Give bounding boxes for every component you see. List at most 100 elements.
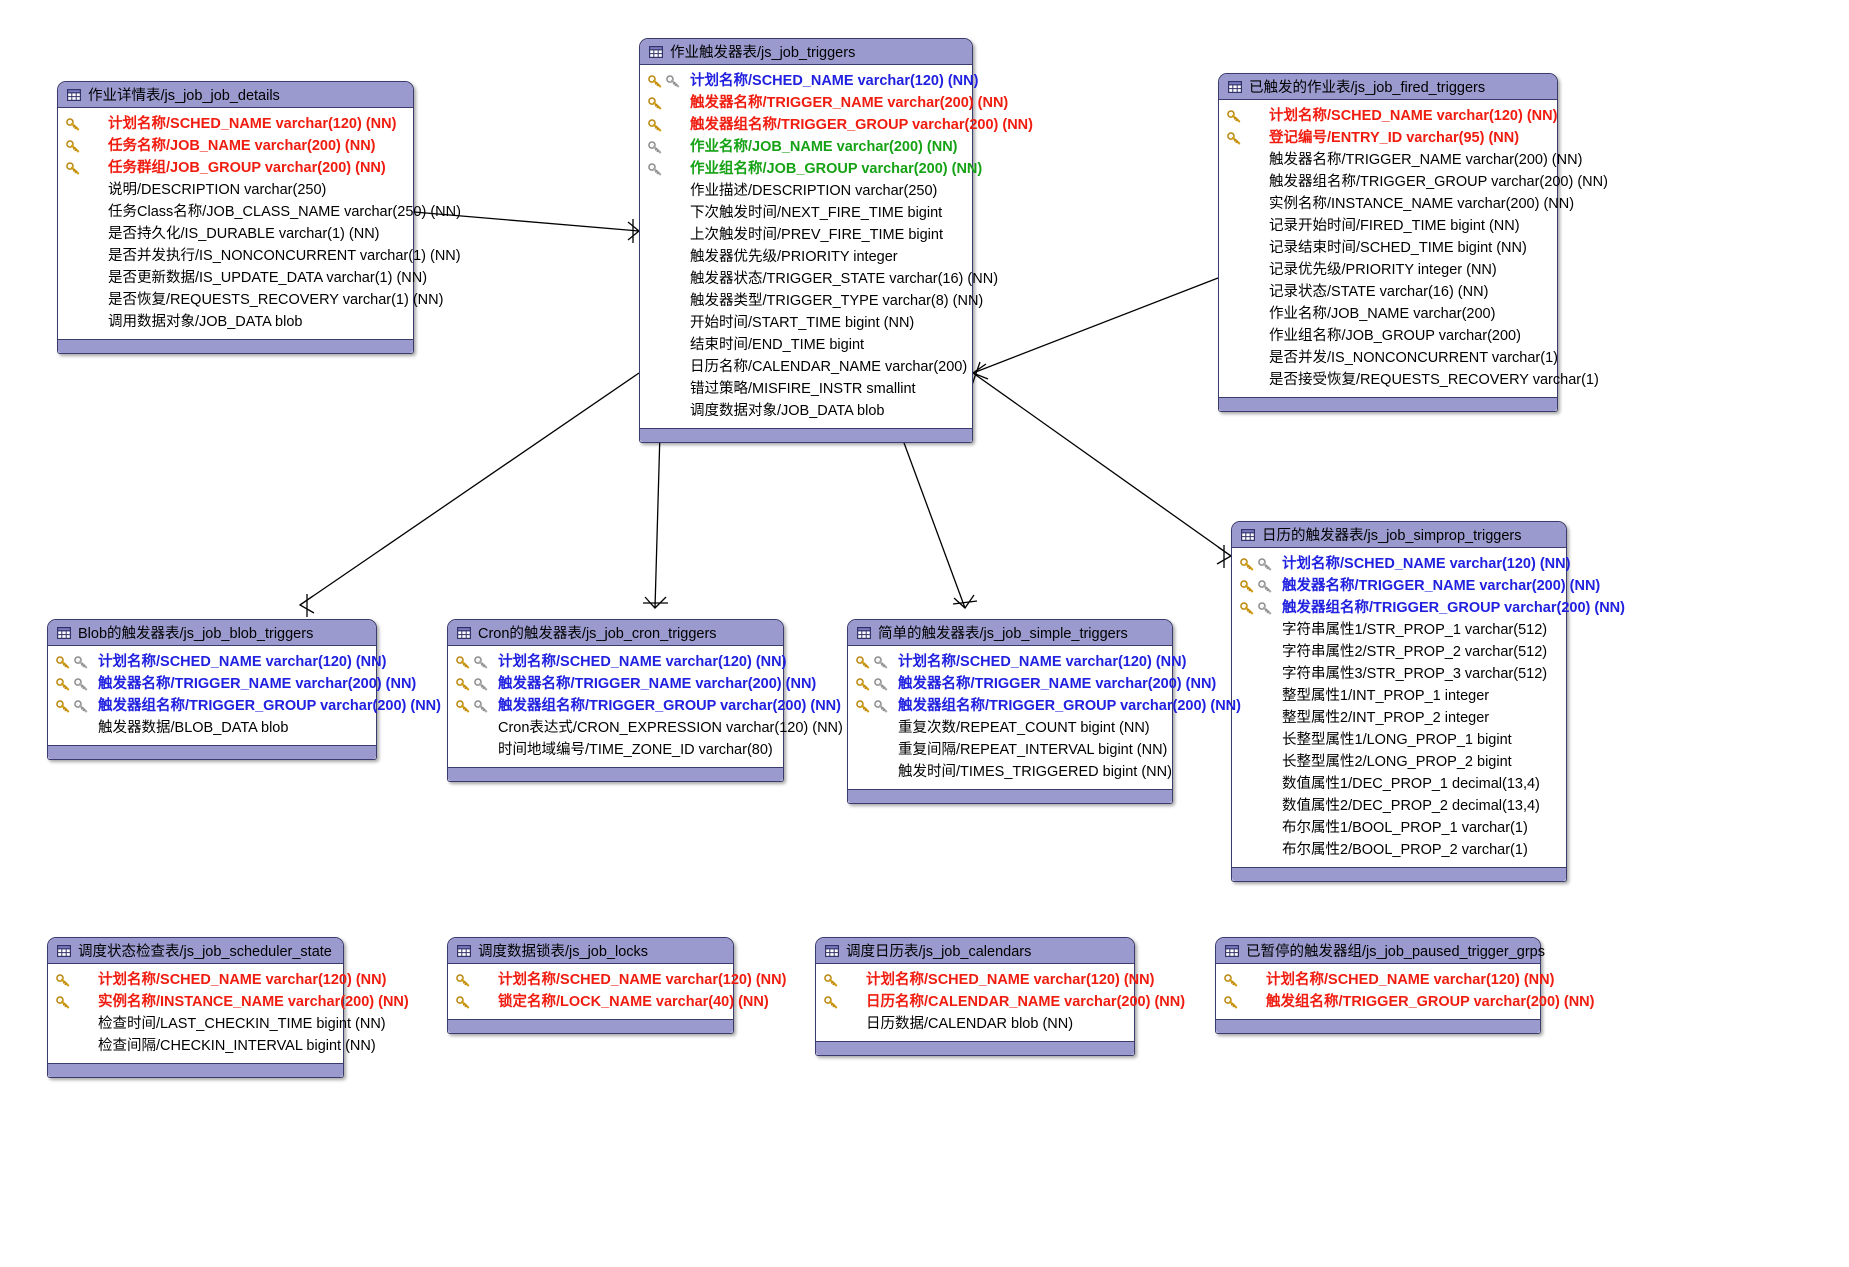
entity-field[interactable]: 记录结束时间/SCHED_TIME bigint (NN) (1219, 237, 1557, 259)
entity-field[interactable]: 记录开始时间/FIRED_TIME bigint (NN) (1219, 215, 1557, 237)
entity-table-blob_triggers[interactable]: Blob的触发器表/js_job_blob_triggers 计划名称/SCHED… (47, 619, 441, 760)
entity-field[interactable]: 登记编号/ENTRY_ID varchar(95) (NN) (1219, 127, 1557, 149)
entity-table-paused_trigger_grps[interactable]: 已暂停的触发器组/js_job_paused_trigger_grps 计划名称/… (1215, 937, 1594, 1034)
entity-field[interactable]: 作业名称/JOB_NAME varchar(200) (1219, 303, 1557, 325)
entity-field[interactable]: 检查时间/LAST_CHECKIN_TIME bigint (NN) (48, 1013, 386, 1035)
entity-field[interactable]: 作业组名称/JOB_GROUP varchar(200) (NN) (640, 158, 982, 180)
entity-field[interactable]: 是否恢复/REQUESTS_RECOVERY varchar(1) (NN) (58, 289, 443, 311)
entity-field[interactable]: 计划名称/SCHED_NAME varchar(120) (NN) (48, 651, 386, 673)
entity-field[interactable]: 结束时间/END_TIME bigint (640, 334, 972, 356)
entity-header-fired_triggers[interactable]: 已触发的作业表/js_job_fired_triggers (1219, 74, 1557, 100)
entity-field[interactable]: 任务Class名称/JOB_CLASS_NAME varchar(250) (N… (58, 201, 461, 223)
entity-field[interactable]: 错过策略/MISFIRE_INSTR smallint (640, 378, 972, 400)
entity-field[interactable]: 计划名称/SCHED_NAME varchar(120) (NN) (448, 651, 786, 673)
entity-field[interactable]: 实例名称/INSTANCE_NAME varchar(200) (NN) (1219, 193, 1574, 215)
entity-field[interactable]: 是否更新数据/IS_UPDATE_DATA varchar(1) (NN) (58, 267, 427, 289)
entity-field[interactable]: 是否并发/IS_NONCONCURRENT varchar(1) (1219, 347, 1558, 369)
entity-field[interactable]: 整型属性2/INT_PROP_2 integer (1232, 707, 1566, 729)
entity-field[interactable]: 触发组名称/TRIGGER_GROUP varchar(200) (NN) (1216, 991, 1594, 1013)
entity-field[interactable]: 触发器组名称/TRIGGER_GROUP varchar(200) (NN) (48, 695, 441, 717)
entity-field[interactable]: 日历名称/CALENDAR_NAME varchar(200) (NN) (816, 991, 1185, 1013)
entity-field[interactable]: 计划名称/SCHED_NAME varchar(120) (NN) (816, 969, 1154, 991)
entity-field[interactable]: 作业名称/JOB_NAME varchar(200) (NN) (640, 136, 972, 158)
entity-field[interactable]: 是否接受恢复/REQUESTS_RECOVERY varchar(1) (1219, 369, 1599, 391)
entity-header-scheduler_state[interactable]: 调度状态检查表/js_job_scheduler_state (48, 938, 343, 964)
entity-field[interactable]: 触发器名称/TRIGGER_NAME varchar(200) (NN) (848, 673, 1216, 695)
entity-field[interactable]: 触发器组名称/TRIGGER_GROUP varchar(200) (NN) (640, 114, 1033, 136)
entity-table-job_triggers[interactable]: 作业触发器表/js_job_triggers 计划名称/SCHED_NAME va… (639, 38, 1033, 443)
entity-field[interactable]: 检查间隔/CHECKIN_INTERVAL bigint (NN) (48, 1035, 376, 1057)
entity-header-job_details[interactable]: 作业详情表/js_job_job_details (58, 82, 413, 108)
entity-field[interactable]: 触发时间/TIMES_TRIGGERED bigint (NN) (848, 761, 1172, 783)
entity-table-simple_triggers[interactable]: 简单的触发器表/js_job_simple_triggers 计划名称/SCHED… (847, 619, 1241, 804)
entity-field[interactable]: 是否持久化/IS_DURABLE varchar(1) (NN) (58, 223, 413, 245)
entity-field[interactable]: 触发器状态/TRIGGER_STATE varchar(16) (NN) (640, 268, 998, 290)
entity-field[interactable]: Cron表达式/CRON_EXPRESSION varchar(120) (NN… (448, 717, 843, 739)
entity-table-job_details[interactable]: 作业详情表/js_job_job_details 计划名称/SCHED_NAME … (57, 81, 461, 354)
entity-field[interactable]: 任务群组/JOB_GROUP varchar(200) (NN) (58, 157, 413, 179)
entity-field[interactable]: 上次触发时间/PREV_FIRE_TIME bigint (640, 224, 972, 246)
entity-field[interactable]: 触发器名称/TRIGGER_NAME varchar(200) (NN) (1219, 149, 1582, 171)
entity-field[interactable]: 布尔属性1/BOOL_PROP_1 varchar(1) (1232, 817, 1566, 839)
entity-field[interactable]: 触发器数据/BLOB_DATA blob (48, 717, 376, 739)
entity-table-simprop_triggers[interactable]: 日历的触发器表/js_job_simprop_triggers 计划名称/SCHE… (1231, 521, 1625, 882)
entity-field[interactable]: 整型属性1/INT_PROP_1 integer (1232, 685, 1566, 707)
entity-table-locks[interactable]: 调度数据锁表/js_job_locks 计划名称/SCHED_NAME varch… (447, 937, 786, 1034)
entity-header-locks[interactable]: 调度数据锁表/js_job_locks (448, 938, 733, 964)
entity-table-fired_triggers[interactable]: 已触发的作业表/js_job_fired_triggers 计划名称/SCHED_… (1218, 73, 1608, 412)
entity-field[interactable]: 日历数据/CALENDAR blob (NN) (816, 1013, 1134, 1035)
entity-field[interactable]: 触发器名称/TRIGGER_NAME varchar(200) (NN) (640, 92, 1008, 114)
entity-field[interactable]: 实例名称/INSTANCE_NAME varchar(200) (NN) (48, 991, 409, 1013)
entity-field[interactable]: 计划名称/SCHED_NAME varchar(120) (NN) (1219, 105, 1557, 127)
entity-table-calendars[interactable]: 调度日历表/js_job_calendars 计划名称/SCHED_NAME va… (815, 937, 1185, 1056)
entity-field[interactable]: 调度数据对象/JOB_DATA blob (640, 400, 972, 422)
entity-field[interactable]: 计划名称/SCHED_NAME varchar(120) (NN) (448, 969, 786, 991)
entity-field[interactable]: 任务名称/JOB_NAME varchar(200) (NN) (58, 135, 413, 157)
entity-header-job_triggers[interactable]: 作业触发器表/js_job_triggers (640, 39, 972, 65)
entity-field[interactable]: 调用数据对象/JOB_DATA blob (58, 311, 413, 333)
entity-field[interactable]: 计划名称/SCHED_NAME varchar(120) (NN) (1232, 553, 1570, 575)
entity-field[interactable]: 计划名称/SCHED_NAME varchar(120) (NN) (640, 70, 978, 92)
entity-table-cron_triggers[interactable]: Cron的触发器表/js_job_cron_triggers 计划名称/SCHED… (447, 619, 843, 782)
entity-field[interactable]: 下次触发时间/NEXT_FIRE_TIME bigint (640, 202, 972, 224)
entity-field[interactable]: 开始时间/START_TIME bigint (NN) (640, 312, 972, 334)
entity-field[interactable]: 触发器名称/TRIGGER_NAME varchar(200) (NN) (48, 673, 416, 695)
entity-field[interactable]: 数值属性2/DEC_PROP_2 decimal(13,4) (1232, 795, 1566, 817)
entity-field[interactable]: 日历名称/CALENDAR_NAME varchar(200) (640, 356, 972, 378)
entity-field[interactable]: 锁定名称/LOCK_NAME varchar(40) (NN) (448, 991, 769, 1013)
entity-field[interactable]: 数值属性1/DEC_PROP_1 decimal(13,4) (1232, 773, 1566, 795)
entity-header-paused_trigger_grps[interactable]: 已暂停的触发器组/js_job_paused_trigger_grps (1216, 938, 1545, 964)
entity-field[interactable]: 触发器组名称/TRIGGER_GROUP varchar(200) (NN) (1232, 597, 1625, 619)
entity-field[interactable]: 触发器组名称/TRIGGER_GROUP varchar(200) (NN) (448, 695, 841, 717)
entity-field[interactable]: 触发器组名称/TRIGGER_GROUP varchar(200) (NN) (1219, 171, 1608, 193)
entity-table-scheduler_state[interactable]: 调度状态检查表/js_job_scheduler_state 计划名称/SCHED… (47, 937, 409, 1078)
entity-field[interactable]: 计划名称/SCHED_NAME varchar(120) (NN) (58, 113, 413, 135)
entity-field[interactable]: 触发器名称/TRIGGER_NAME varchar(200) (NN) (448, 673, 816, 695)
entity-field[interactable]: 触发器组名称/TRIGGER_GROUP varchar(200) (NN) (848, 695, 1241, 717)
entity-header-blob_triggers[interactable]: Blob的触发器表/js_job_blob_triggers (48, 620, 376, 646)
entity-field[interactable]: 长整型属性1/LONG_PROP_1 bigint (1232, 729, 1566, 751)
entity-field[interactable]: 字符串属性3/STR_PROP_3 varchar(512) (1232, 663, 1566, 685)
entity-header-calendars[interactable]: 调度日历表/js_job_calendars (816, 938, 1134, 964)
entity-field[interactable]: 重复间隔/REPEAT_INTERVAL bigint (NN) (848, 739, 1172, 761)
entity-field[interactable]: 记录状态/STATE varchar(16) (NN) (1219, 281, 1557, 303)
entity-field[interactable]: 触发器类型/TRIGGER_TYPE varchar(8) (NN) (640, 290, 983, 312)
entity-field[interactable]: 计划名称/SCHED_NAME varchar(120) (NN) (48, 969, 386, 991)
entity-field[interactable]: 重复次数/REPEAT_COUNT bigint (NN) (848, 717, 1172, 739)
entity-field[interactable]: 作业组名称/JOB_GROUP varchar(200) (1219, 325, 1557, 347)
entity-field[interactable]: 长整型属性2/LONG_PROP_2 bigint (1232, 751, 1566, 773)
entity-field[interactable]: 布尔属性2/BOOL_PROP_2 varchar(1) (1232, 839, 1566, 861)
entity-field[interactable]: 触发器优先级/PRIORITY integer (640, 246, 972, 268)
entity-header-cron_triggers[interactable]: Cron的触发器表/js_job_cron_triggers (448, 620, 783, 646)
entity-field[interactable]: 时间地域编号/TIME_ZONE_ID varchar(80) (448, 739, 783, 761)
entity-field[interactable]: 计划名称/SCHED_NAME varchar(120) (NN) (848, 651, 1186, 673)
entity-header-simprop_triggers[interactable]: 日历的触发器表/js_job_simprop_triggers (1232, 522, 1566, 548)
entity-field[interactable]: 字符串属性1/STR_PROP_1 varchar(512) (1232, 619, 1566, 641)
entity-field[interactable]: 说明/DESCRIPTION varchar(250) (58, 179, 413, 201)
entity-header-simple_triggers[interactable]: 简单的触发器表/js_job_simple_triggers (848, 620, 1172, 646)
entity-field[interactable]: 作业描述/DESCRIPTION varchar(250) (640, 180, 972, 202)
entity-field[interactable]: 是否并发执行/IS_NONCONCURRENT varchar(1) (NN) (58, 245, 461, 267)
entity-field[interactable]: 计划名称/SCHED_NAME varchar(120) (NN) (1216, 969, 1554, 991)
entity-field[interactable]: 字符串属性2/STR_PROP_2 varchar(512) (1232, 641, 1566, 663)
entity-field[interactable]: 记录优先级/PRIORITY integer (NN) (1219, 259, 1557, 281)
